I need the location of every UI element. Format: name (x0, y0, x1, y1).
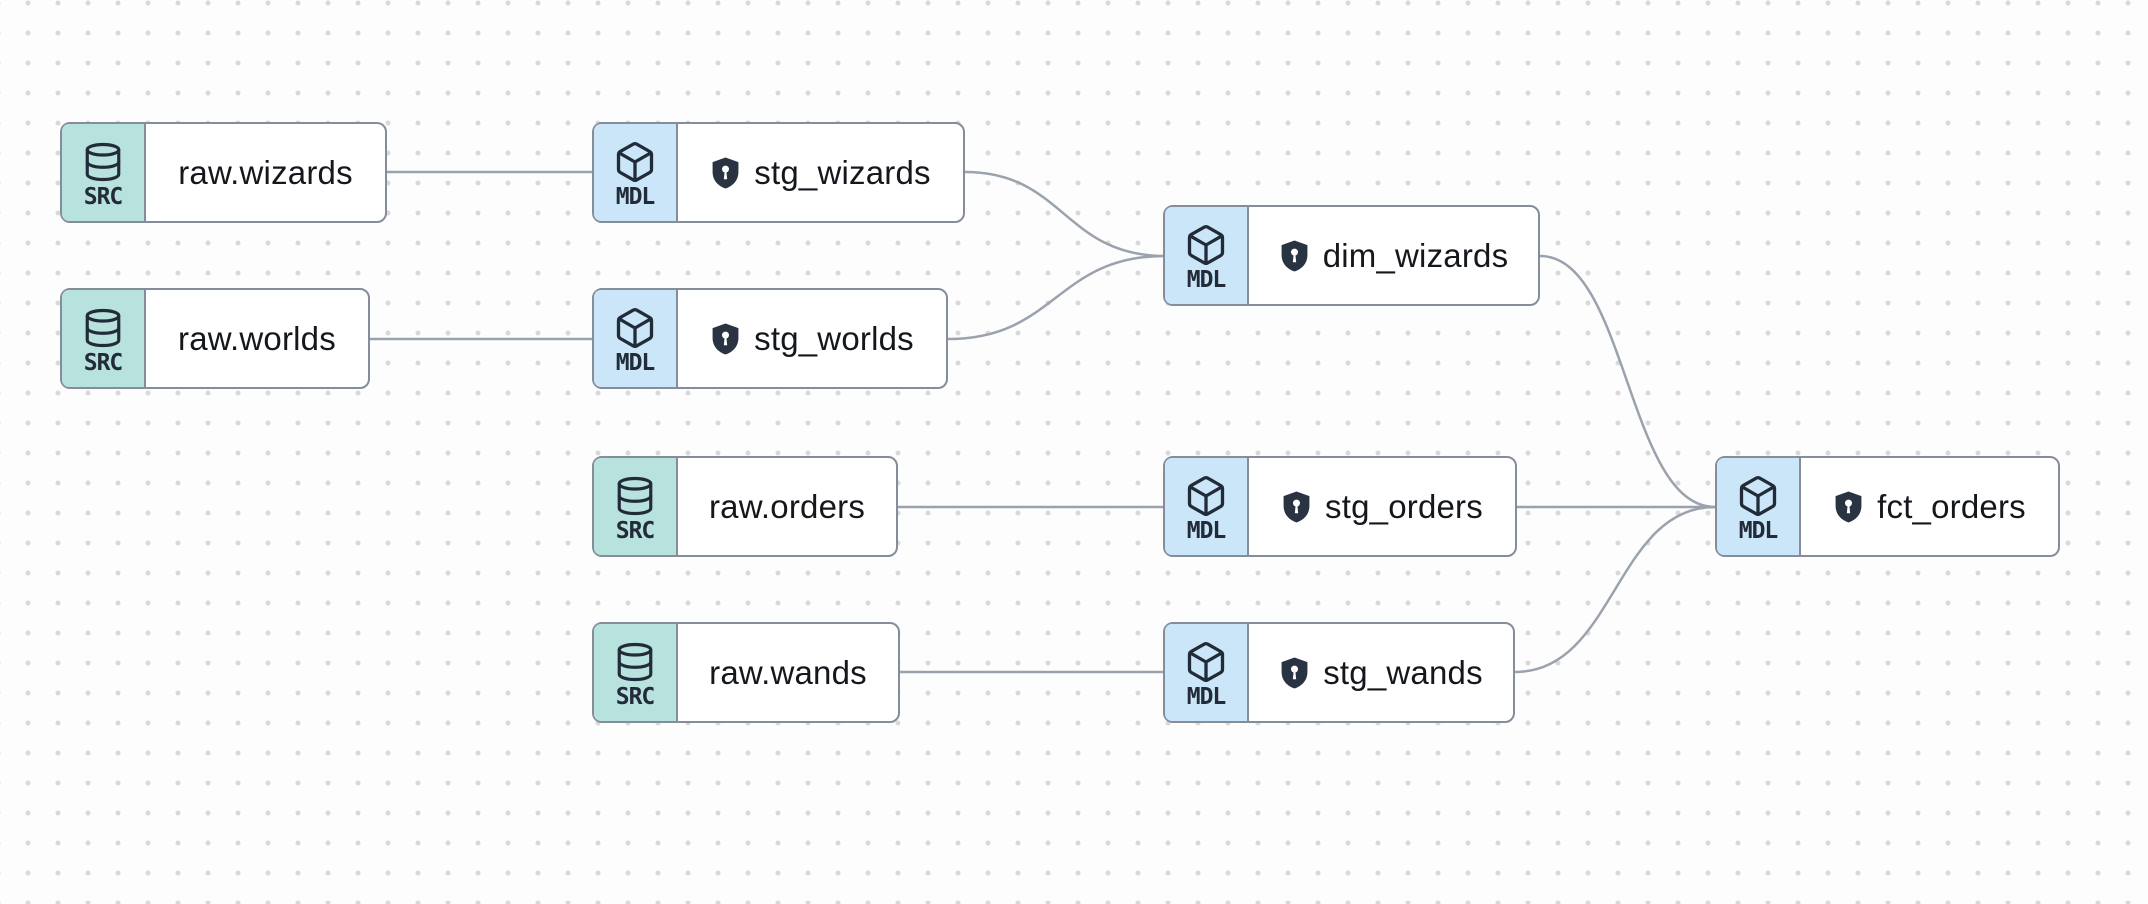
node-body: stg_worlds (678, 290, 946, 387)
node-type-label: SRC (83, 183, 124, 210)
node-raw-orders[interactable]: SRC raw.orders (592, 456, 898, 557)
node-type-label: MDL (1738, 517, 1779, 544)
node-fct-orders[interactable]: MDL fct_orders (1715, 456, 2060, 557)
shield-lock-icon (1835, 491, 1862, 522)
node-dim-wizards[interactable]: MDL dim_wizards (1163, 205, 1540, 306)
cube-icon (616, 307, 654, 348)
node-body: stg_orders (1249, 458, 1515, 555)
node-label: raw.worlds (178, 319, 336, 357)
cube-icon (1739, 475, 1777, 516)
node-type-label: MDL (615, 349, 656, 376)
node-body: stg_wizards (678, 124, 963, 221)
shield-lock-icon (1283, 491, 1310, 522)
node-type-label: SRC (83, 349, 124, 376)
node-label: fct_orders (1877, 487, 2026, 525)
database-icon (85, 142, 121, 181)
model-type-badge: MDL (594, 290, 678, 387)
node-body: raw.orders (678, 458, 896, 555)
edge-dim-wizards-fct-orders (1539, 254, 1716, 509)
database-icon (617, 476, 653, 515)
source-type-badge: SRC (594, 458, 678, 555)
edge-stg-worlds-dim-wizards (947, 254, 1166, 341)
source-type-badge: SRC (62, 290, 146, 387)
node-body: dim_wizards (1249, 207, 1538, 304)
node-body: fct_orders (1801, 458, 2058, 555)
model-type-badge: MDL (1165, 207, 1249, 304)
node-label: stg_wizards (754, 153, 931, 191)
model-type-badge: MDL (1717, 458, 1801, 555)
model-type-badge: MDL (594, 124, 678, 221)
database-icon (617, 642, 653, 681)
edge-stg-wands-fct-orders (1514, 505, 1716, 674)
shield-lock-icon (1281, 657, 1308, 688)
node-raw-wands[interactable]: SRC raw.wands (592, 622, 900, 723)
shield-lock-icon (1281, 240, 1308, 271)
model-type-badge: MDL (1165, 624, 1249, 721)
node-label: stg_wands (1323, 653, 1483, 691)
node-body: raw.wizards (146, 124, 385, 221)
node-body: raw.wands (678, 624, 898, 721)
node-label: raw.orders (708, 487, 866, 525)
node-type-label: SRC (615, 683, 656, 710)
node-body: raw.worlds (146, 290, 368, 387)
model-type-badge: MDL (1165, 458, 1249, 555)
node-raw-wizards[interactable]: SRC raw.wizards (60, 122, 387, 223)
database-icon (85, 308, 121, 347)
edge-stg-wizards-dim-wizards (964, 170, 1166, 258)
cube-icon (1187, 224, 1225, 265)
node-type-label: MDL (1186, 266, 1227, 293)
node-label: stg_orders (1325, 487, 1483, 525)
node-type-label: MDL (615, 183, 656, 210)
source-type-badge: SRC (594, 624, 678, 721)
shield-lock-icon (712, 323, 739, 354)
node-stg-orders[interactable]: MDL stg_orders (1163, 456, 1517, 557)
cube-icon (1187, 641, 1225, 682)
node-type-label: MDL (1186, 683, 1227, 710)
node-body: stg_wands (1249, 624, 1513, 721)
node-label: raw.wands (709, 653, 867, 691)
shield-lock-icon (712, 157, 739, 188)
node-type-label: MDL (1186, 517, 1227, 544)
node-label: dim_wizards (1322, 236, 1509, 274)
node-label: raw.wizards (178, 153, 353, 191)
source-type-badge: SRC (62, 124, 146, 221)
node-type-label: SRC (615, 517, 656, 544)
cube-icon (616, 141, 654, 182)
node-raw-worlds[interactable]: SRC raw.worlds (60, 288, 370, 389)
node-stg-wizards[interactable]: MDL stg_wizards (592, 122, 965, 223)
node-stg-worlds[interactable]: MDL stg_worlds (592, 288, 948, 389)
node-stg-wands[interactable]: MDL stg_wands (1163, 622, 1515, 723)
node-label: stg_worlds (754, 319, 914, 357)
cube-icon (1187, 475, 1225, 516)
